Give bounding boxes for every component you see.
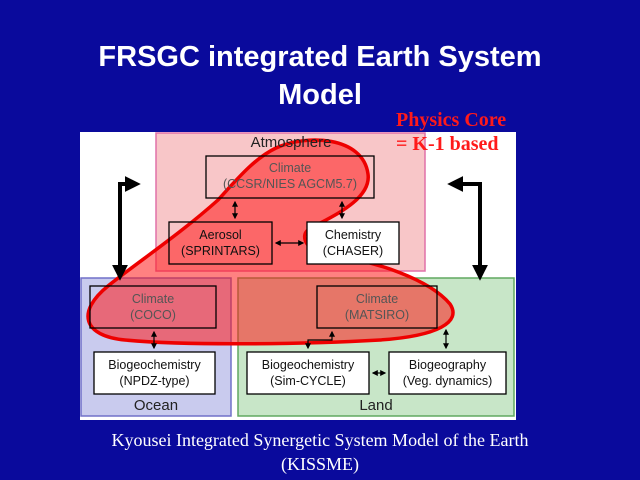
aerosol-model: (SPRINTARS)	[181, 244, 260, 258]
slide-title: FRSGC integrated Earth System Model	[0, 38, 640, 114]
ocean-biogeochem-name: Biogeochemistry	[108, 358, 201, 372]
ocean-biogeochem-box	[93, 351, 216, 395]
chemistry-box	[306, 221, 400, 265]
atm-climate-name: Climate	[268, 161, 312, 175]
atm-climate-model: (CCSR/NIES AGCM5.7)	[222, 177, 358, 191]
chemistry-model: (CHASER)	[322, 244, 384, 258]
earth-system-diagram: Atmosphere Climate (CCSR/NIES AGCM5.7) A…	[80, 132, 516, 420]
biogeography-box	[388, 351, 507, 395]
slide-title-line2: Model	[278, 79, 362, 111]
arrow-atmosphere-land	[447, 176, 488, 281]
caption-line2: (KISSME)	[280, 454, 359, 474]
ocean-biogeochem-model: (NPDZ-type)	[119, 374, 190, 388]
physics-core-note: Physics Core = K-1 based	[396, 108, 506, 156]
chemistry-label: Chemistry (CHASER)	[307, 227, 399, 259]
land-label: Land	[359, 397, 393, 414]
ocean-climate-label: Climate (COCO)	[90, 291, 216, 323]
land-climate-name: Climate	[355, 292, 399, 306]
land-biogeochem-model: (Sim-CYCLE)	[270, 374, 346, 388]
ocean-climate-model: (COCO)	[130, 308, 176, 322]
land-biogeochem-box	[246, 351, 370, 395]
biogeography-label: Biogeography (Veg. dynamics)	[389, 357, 506, 389]
aerosol-name: Aerosol	[199, 228, 242, 242]
slide-title-line1: FRSGC integrated Earth System	[98, 41, 542, 73]
physics-core-highlight	[86, 138, 455, 346]
ocean-biogeochem-label: Biogeochemistry (NPDZ-type)	[94, 357, 215, 389]
slide-caption: Kyousei Integrated Synergetic System Mod…	[0, 428, 640, 476]
atm-climate-label: Climate (CCSR/NIES AGCM5.7)	[206, 160, 374, 192]
atmosphere-label: Atmosphere	[250, 134, 332, 151]
biogeography-model: (Veg. dynamics)	[402, 374, 493, 388]
physics-core-line2: = K-1 based	[396, 133, 499, 155]
land-climate-label: Climate (MATSIRO)	[317, 291, 437, 323]
aerosol-box	[168, 221, 273, 265]
physics-core-line1: Physics Core	[396, 109, 507, 131]
land-climate-box	[316, 285, 438, 329]
land-climate-model: (MATSIRO)	[344, 308, 410, 322]
ocean-label: Ocean	[133, 397, 179, 414]
arrow-land-climate-biogeochem	[305, 330, 335, 350]
atm-climate-box	[205, 155, 375, 199]
chemistry-name: Chemistry	[324, 228, 382, 242]
biogeography-name: Biogeography	[408, 358, 487, 372]
diagram-graphics	[80, 132, 516, 420]
caption-line1: Kyousei Integrated Synergetic System Mod…	[111, 430, 529, 450]
ocean-climate-name: Climate	[131, 292, 175, 306]
aerosol-label: Aerosol (SPRINTARS)	[169, 227, 272, 259]
ocean-climate-box	[89, 285, 217, 329]
arrow-atmosphere-ocean	[112, 176, 141, 281]
land-biogeochem-label: Biogeochemistry (Sim-CYCLE)	[247, 357, 369, 389]
land-biogeochem-name: Biogeochemistry	[261, 358, 355, 372]
